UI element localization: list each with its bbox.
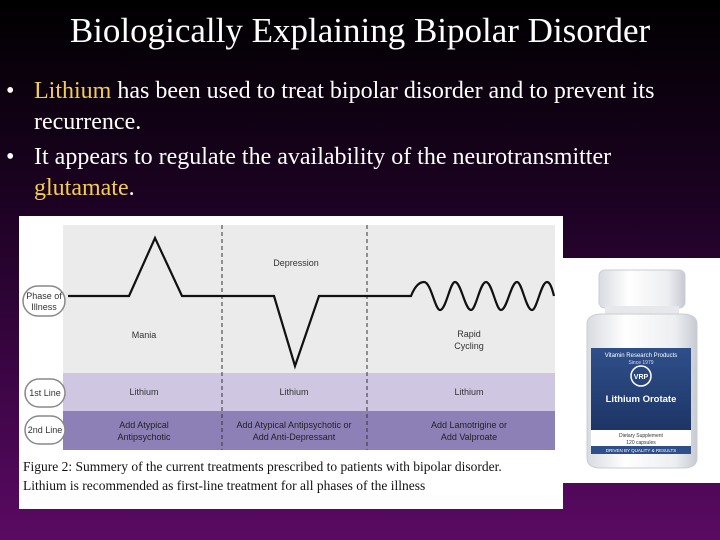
first-line-label-bubble: [24, 378, 66, 408]
caption-line: Lithium is recommended as first-line tre…: [23, 478, 426, 493]
bottle-brand: Vitamin Research Products: [605, 353, 678, 359]
second-line-treatment: Add Atypical: [119, 420, 169, 430]
bottle-product: Lithium Orotate: [606, 394, 677, 405]
vrp-logo-icon: [630, 365, 652, 387]
bullet-text: It appears to regulate the availability …: [34, 144, 612, 170]
phase-panel: [63, 225, 555, 373]
bottle-tagline: DRIVEN BY QUALITY & RESULTS: [606, 448, 677, 453]
bullet-text: .: [128, 175, 135, 201]
second-line-treatment: Add Anti-Depressant: [253, 432, 336, 442]
caption-line: Figure 2: Summery of the current treatme…: [23, 459, 502, 474]
bullet-dot: •: [6, 144, 15, 170]
highlight-term: Lithium: [34, 78, 112, 104]
bottle-capsules: 120 capsules: [626, 440, 656, 446]
mood-wave: [68, 235, 556, 370]
highlight-term: glutamate: [34, 175, 129, 201]
bottle-neck: [605, 306, 679, 316]
second-line-treatment: Add Atypical Antipsychotic or: [236, 420, 351, 430]
phase-label: Illness: [31, 302, 57, 312]
second-line-treatment: Add Lamotrigine or: [431, 420, 507, 430]
bullet-text: has been used to treat bipolar disorder …: [34, 78, 655, 135]
bullet-item: • Lithium has been used to treat bipolar…: [6, 76, 716, 138]
phase-rapid-cycling-label: Cycling: [454, 341, 484, 351]
first-line-treatment: Lithium: [279, 387, 308, 397]
bottle-since: Since 1979: [628, 360, 653, 366]
bullet-list: • Lithium has been used to treat bipolar…: [6, 76, 716, 208]
phase-label-bubble: [22, 285, 66, 317]
first-line-label: 1st Line: [29, 388, 61, 398]
second-line-treatment: Antipsychotic: [117, 432, 171, 442]
second-line-band: [63, 411, 555, 450]
first-line-band: [63, 373, 555, 411]
phase-depression-label: Depression: [273, 258, 319, 268]
phase-mania-label: Mania: [132, 330, 157, 340]
second-line-treatment: Add Valproate: [441, 432, 497, 442]
bottle-supplement: Dietary Supplement: [619, 433, 664, 439]
bullet-item: • It appears to regulate the availabilit…: [6, 142, 716, 204]
treatment-figure: Phase of Illness 1st Line 2nd Line Mania…: [19, 216, 563, 509]
svg-text:VRP: VRP: [634, 374, 649, 381]
slide-title: Biologically Explaining Bipolar Disorder: [69, 11, 651, 50]
bottle-illustration: VRP Vitamin Research Products Since 1979…: [586, 269, 698, 469]
first-line-treatment: Lithium: [454, 387, 483, 397]
bottle-cap: [598, 269, 686, 309]
bottle-label-lower: [591, 430, 691, 446]
second-line-label: 2nd Line: [28, 425, 63, 435]
bottle-label: [591, 348, 691, 430]
phase-label: Phase of: [26, 291, 62, 301]
bottle-label-stripe: [591, 446, 691, 454]
treatment-diagram: Phase of Illness 1st Line 2nd Line Mania…: [22, 225, 556, 450]
bullet-dot: •: [6, 78, 15, 104]
lithium-bottle-image: VRP Vitamin Research Products Since 1979…: [563, 258, 720, 483]
phase-rapid-cycling-label: Rapid: [457, 329, 481, 339]
first-line-treatment: Lithium: [129, 387, 158, 397]
figure-caption: Figure 2: Summery of the current treatme…: [23, 457, 559, 495]
second-line-label-bubble: [24, 415, 66, 445]
